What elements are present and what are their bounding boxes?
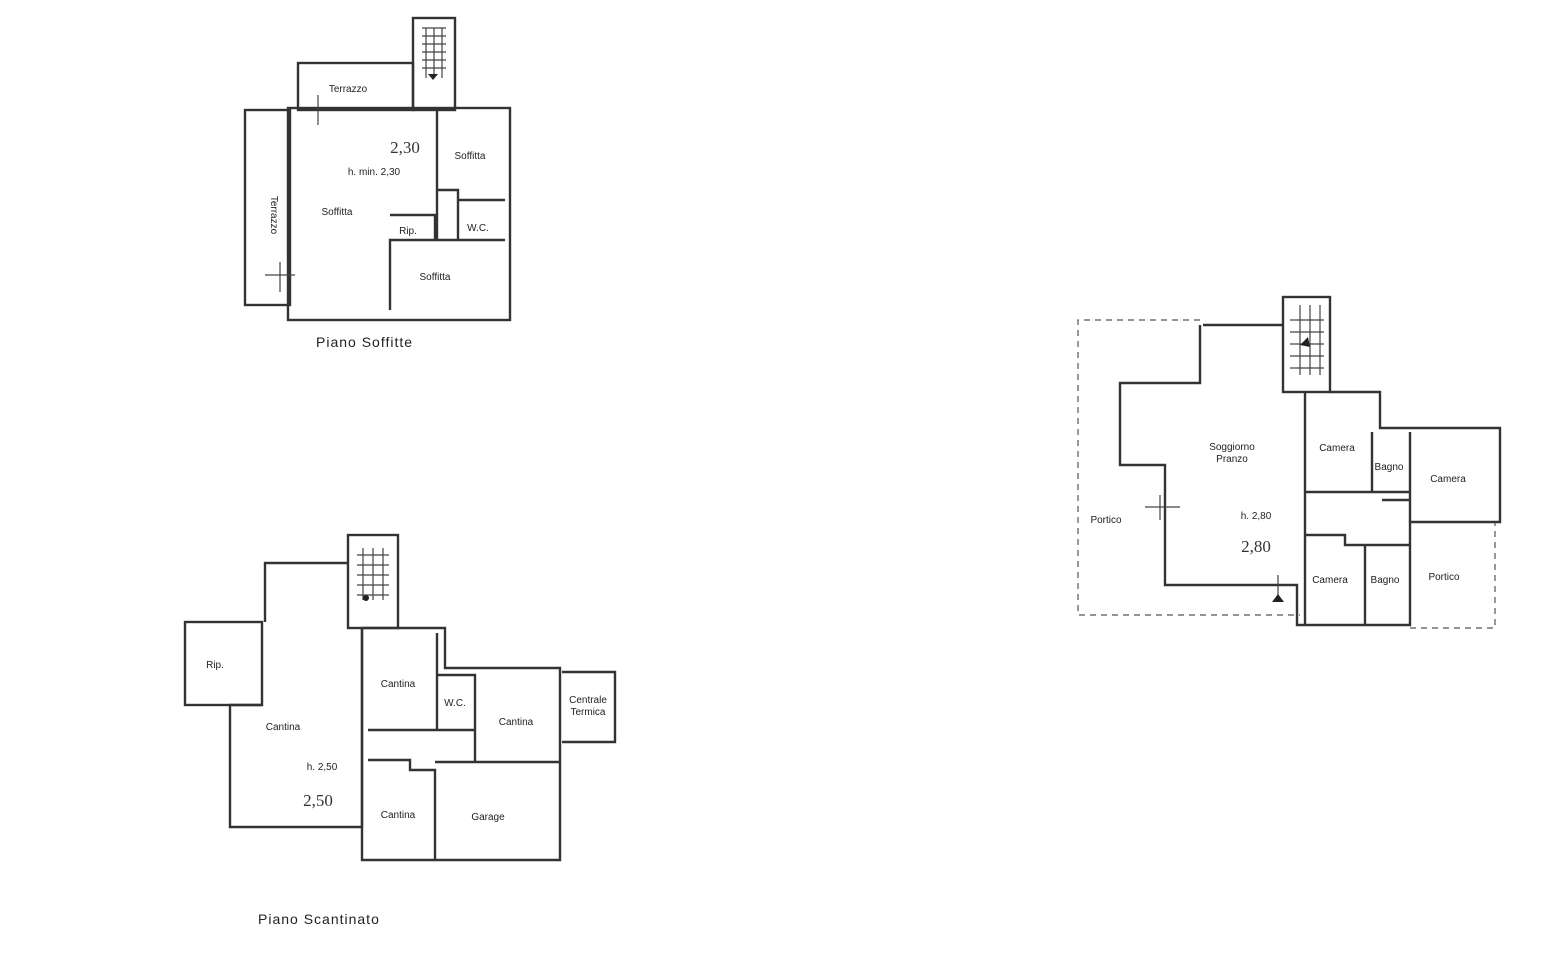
room-label: Bagno xyxy=(1375,462,1404,473)
room-label: Cantina xyxy=(499,717,534,728)
room-label: Termica xyxy=(570,707,605,718)
attic-plan: Terrazzo Terrazzo Soffitta Soffitta Rip.… xyxy=(243,16,512,350)
room-label: Cantina xyxy=(266,722,301,733)
height-label: h. 2,50 xyxy=(307,762,338,773)
room-label: Camera xyxy=(1319,443,1355,454)
ground-outline xyxy=(1118,323,1502,627)
room-label: W.C. xyxy=(444,698,466,709)
height-handwritten: 2,50 xyxy=(303,791,333,810)
plan-title: Piano Soffitte xyxy=(316,334,413,350)
terrace-top xyxy=(296,61,415,112)
plan-title: Piano Scantinato xyxy=(258,911,380,927)
height-label: h. 2,80 xyxy=(1241,511,1272,522)
room-label: Camera xyxy=(1430,474,1466,485)
room-label: W.C. xyxy=(467,223,489,234)
room-label: Portico xyxy=(1090,515,1122,526)
basement-inner-walls xyxy=(368,633,560,860)
room-label: Camera xyxy=(1312,575,1348,586)
height-handwritten: 2,30 xyxy=(390,138,420,157)
room-label: Centrale xyxy=(569,695,607,706)
room-label: Terrazzo xyxy=(329,84,368,95)
ground-inner-walls xyxy=(1303,392,1412,625)
height-label: h. min. 2,30 xyxy=(348,167,401,178)
room-label: Cantina xyxy=(381,679,416,690)
room-label: Terrazzo xyxy=(268,196,279,235)
attic-inner-walls xyxy=(388,110,505,310)
staircase xyxy=(346,533,400,630)
room-label: Garage xyxy=(471,812,505,823)
staircase xyxy=(1281,295,1332,394)
portico-outline xyxy=(1077,319,1496,629)
basement-plan: Rip. Cantina Cantina W.C. Cantina Centra… xyxy=(183,533,617,927)
room-label: Soffitta xyxy=(455,151,486,162)
ground-plan: Soggiorno Pranzo Camera Bagno Camera Cam… xyxy=(1077,295,1502,629)
room-label: Rip. xyxy=(206,660,224,671)
staircase xyxy=(411,16,457,112)
cellar-outline xyxy=(228,561,364,829)
height-handwritten: 2,80 xyxy=(1241,537,1271,556)
room-label: Rip. xyxy=(399,226,417,237)
room-label: Cantina xyxy=(381,810,416,821)
attic-outline xyxy=(286,106,512,322)
room-label: Portico xyxy=(1428,572,1460,583)
room-label: Pranzo xyxy=(1216,454,1248,465)
room-label: Soffitta xyxy=(420,272,451,283)
terrace-left xyxy=(243,108,292,307)
room-label: Soggiorno xyxy=(1209,442,1255,453)
room-label: Bagno xyxy=(1371,575,1400,586)
storage-room xyxy=(183,620,264,707)
basement-right-block xyxy=(360,626,617,862)
room-label: Soffitta xyxy=(322,207,353,218)
